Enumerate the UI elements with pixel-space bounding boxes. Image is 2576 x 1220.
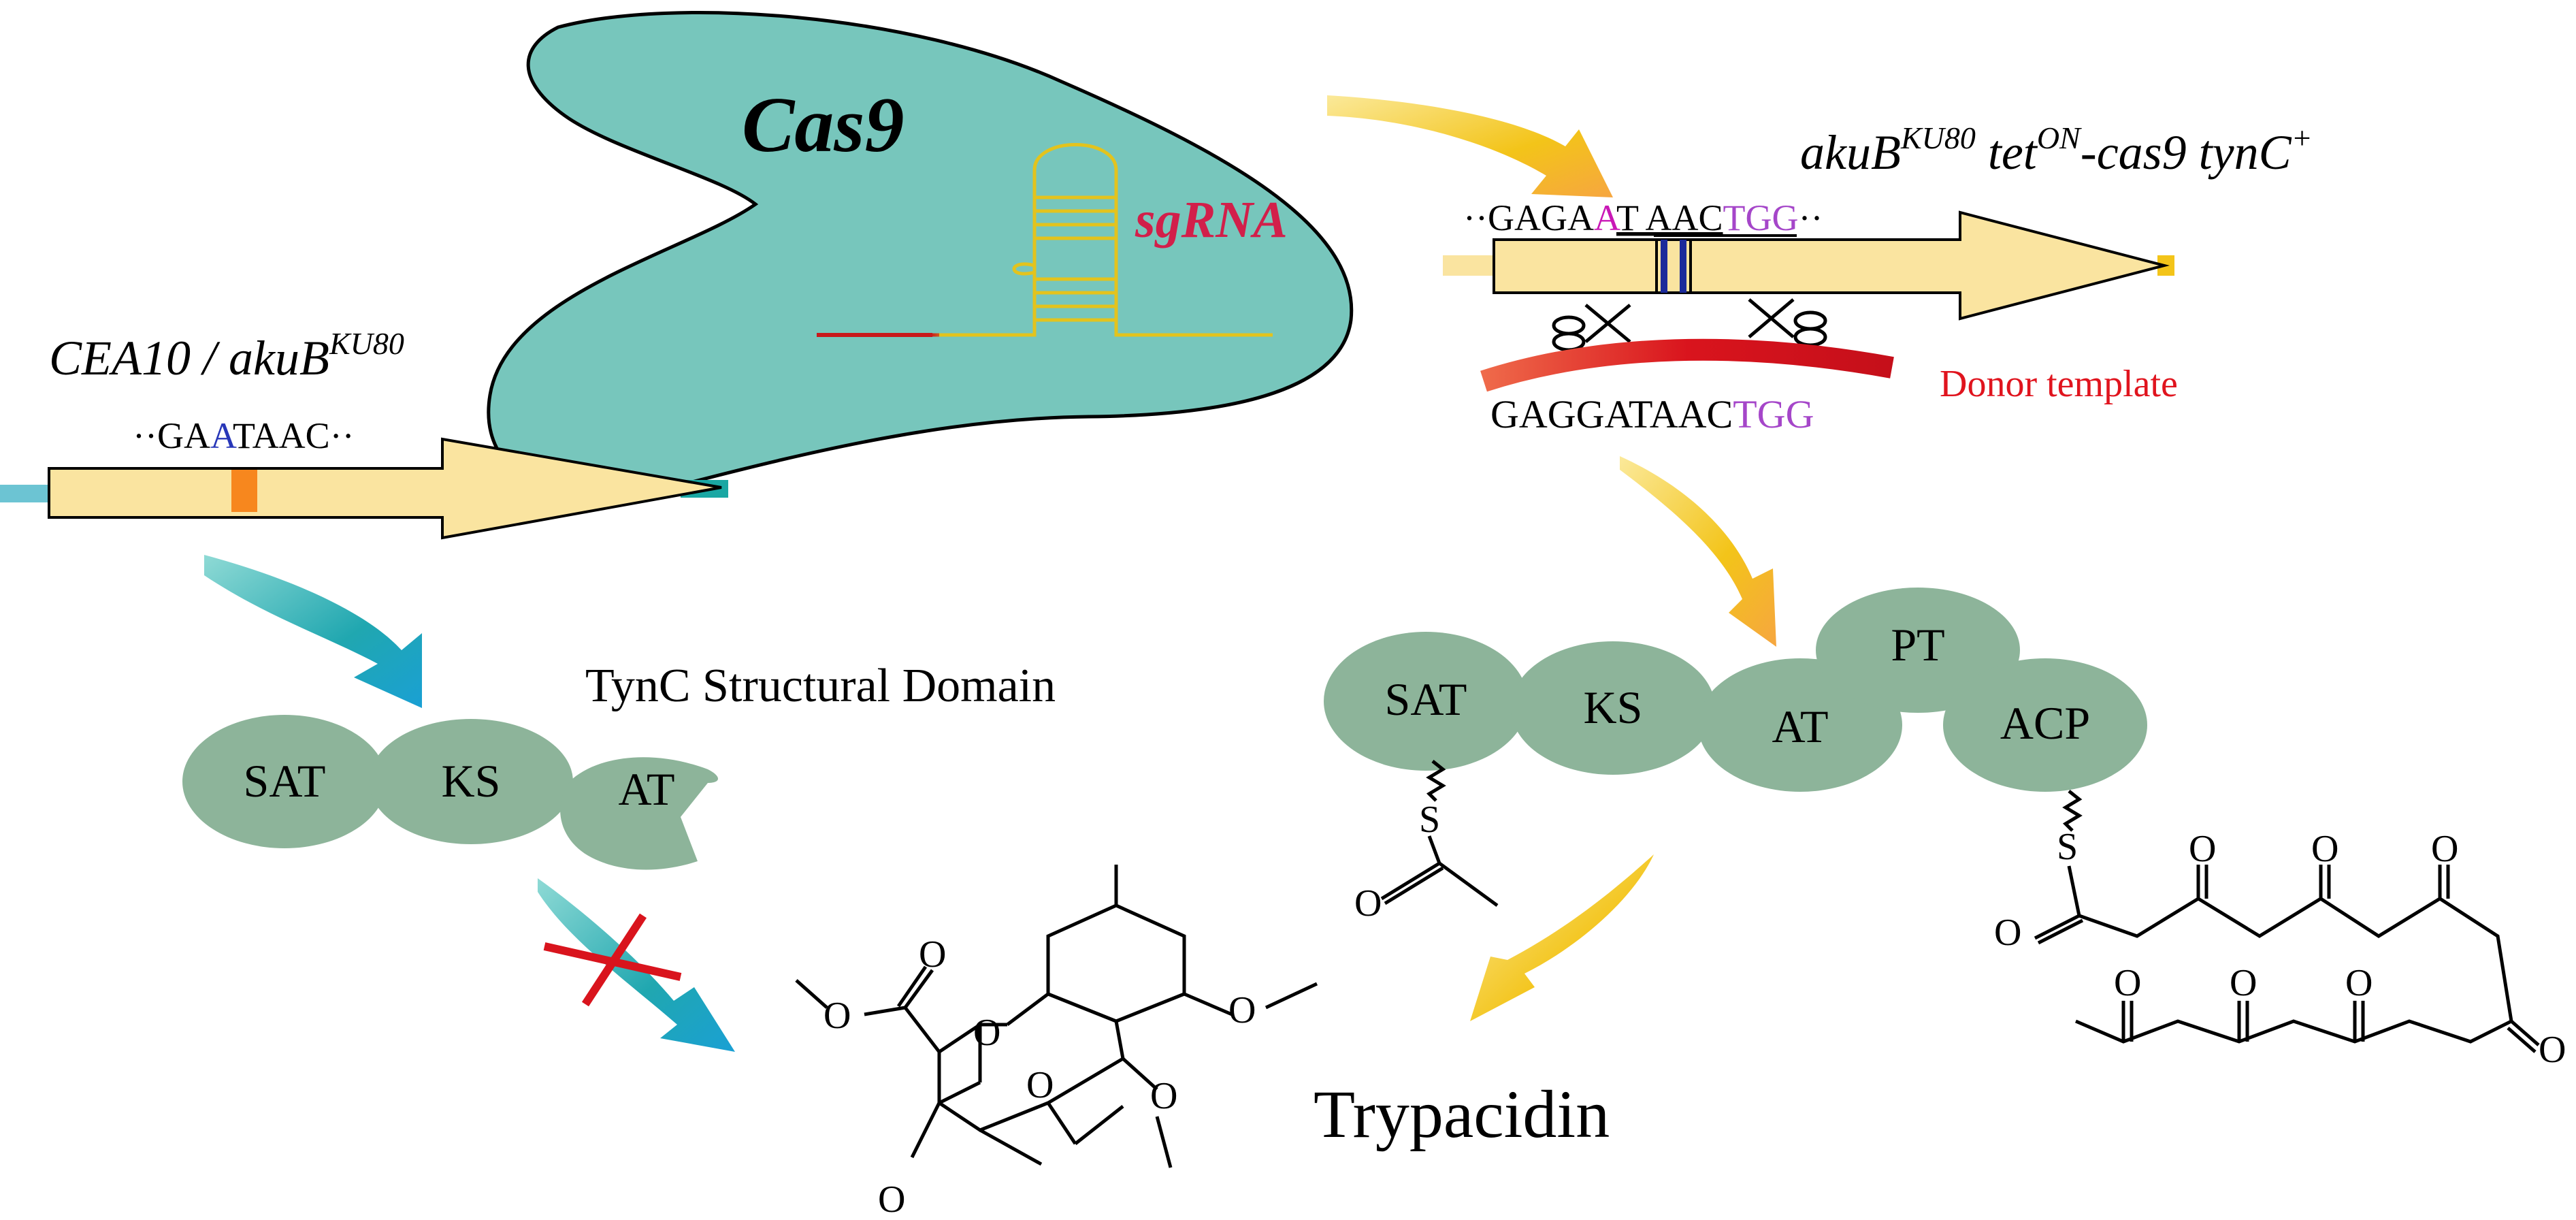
domain-sat-truncated <box>182 715 387 848</box>
svg-text:O: O <box>1026 1064 1054 1106</box>
domain-label-ks: KS <box>442 755 501 807</box>
domain-label-at: AT <box>618 763 674 815</box>
cut-site-mark-right <box>1680 240 1686 293</box>
arrow-cas9-to-locus <box>1327 95 1613 197</box>
domain-acp <box>1943 658 2147 792</box>
mutation-site-marker <box>231 470 257 512</box>
donor-sequence: GAGGATAACTGG <box>1490 392 1814 436</box>
wild-type-locus: CEA10 / akuBKU80 ··GAATAAC·· <box>0 326 728 540</box>
svg-text:O: O <box>919 933 946 976</box>
edited-strain-label: akuBKU80 tetON-cas9 tynC+ <box>1800 121 2313 180</box>
wild-type-sequence: ··GAATAAC·· <box>133 415 355 456</box>
domain-at-truncated <box>560 757 718 870</box>
donor-template-strand <box>1480 338 1894 392</box>
arrow-locus-to-tync <box>1620 456 1776 647</box>
svg-text:O: O <box>2431 828 2458 870</box>
svg-text:O: O <box>2345 962 2373 1004</box>
cut-site-mark-left <box>1661 240 1667 293</box>
svg-text:O: O <box>2189 828 2216 870</box>
domain-label-ks: KS <box>1584 681 1643 733</box>
acetyl-thioester <box>1380 760 1499 908</box>
domain-ks-truncated <box>369 719 573 844</box>
truncated-tync-domains: SAT KS AT <box>182 715 718 870</box>
svg-text:O: O <box>878 1178 905 1220</box>
scissors-icon <box>1552 304 1631 352</box>
domain-ks <box>1511 641 1715 775</box>
domain-label-acp: ACP <box>2000 697 2090 749</box>
edited-locus: akuBKU80 tetON-cas9 tynC+ ··GAGAAT AACTG… <box>1443 121 2313 436</box>
arrow-wt-to-truncated <box>204 555 422 708</box>
svg-text:O: O <box>2230 962 2257 1004</box>
svg-text:O: O <box>824 995 851 1037</box>
dna-flank-left-edited <box>1443 255 1497 276</box>
svg-text:O: O <box>2539 1029 2566 1071</box>
polyketide-oxygen-labels: S O O O O O O O O <box>1994 826 2566 1071</box>
svg-text:O: O <box>973 1012 1000 1054</box>
svg-text:O: O <box>1994 912 2021 954</box>
svg-text:S: S <box>2057 826 2078 868</box>
domain-sat <box>1324 632 1528 771</box>
trypacidin-atom-labels: O O O O O O O <box>824 933 1256 1220</box>
trypacidin-structure <box>795 865 1318 1168</box>
sgrna-structure <box>817 143 1273 337</box>
svg-text:O: O <box>1228 989 1256 1031</box>
product-name: Trypacidin <box>1314 1076 1610 1152</box>
domain-title: TynC Structural Domain <box>585 660 1056 712</box>
sgrna-label: sgRNA <box>1135 191 1288 248</box>
domain-label-at: AT <box>1772 701 1828 752</box>
dna-flank-left <box>0 485 54 502</box>
wild-type-strain-label: CEA10 / akuBKU80 <box>49 326 404 385</box>
scissors-icon <box>1748 298 1827 347</box>
svg-text:O: O <box>2311 828 2338 870</box>
polyketide-chain <box>2034 790 2540 1053</box>
domain-label-pt: PT <box>1891 619 1944 671</box>
sulfur-label: S <box>1419 799 1440 841</box>
arrow-tync-to-product <box>1470 854 1654 1021</box>
full-tync-domains: SAT KS AT PT ACP <box>1324 588 2147 792</box>
domain-label-sat: SAT <box>244 755 326 807</box>
oxygen-label: O <box>1354 882 1382 925</box>
svg-text:O: O <box>2114 962 2141 1004</box>
domain-label-sat: SAT <box>1385 673 1467 725</box>
edited-target-sequence: ··GAGAAT AACTGG·· <box>1463 197 1823 238</box>
svg-text:O: O <box>1150 1075 1177 1117</box>
blocked-cross-icon <box>543 913 682 1007</box>
cas9-label: Cas9 <box>742 82 904 169</box>
donor-template-label: Donor template <box>1940 363 2178 405</box>
tync-gene-arrow-wt <box>48 437 722 540</box>
cas9-protein: Cas9 sgRNA <box>487 10 1354 499</box>
